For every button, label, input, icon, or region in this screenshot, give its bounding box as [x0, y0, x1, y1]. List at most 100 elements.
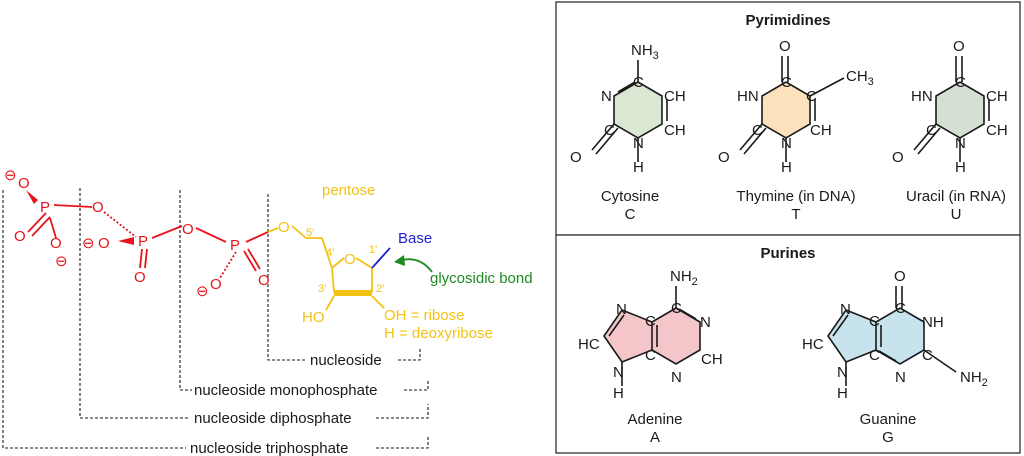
triphosphate-bracket-left: [2, 190, 186, 449]
adenine-c6: C: [671, 300, 682, 317]
cytosine-n3: N: [601, 88, 612, 105]
ring-oxygen: O: [344, 251, 356, 268]
pyrimidines-panel: Pyrimidines NH3 C N CH CH C N H O Cytosi…: [555, 1, 1021, 236]
triphosphate-bracket-right: [376, 436, 429, 449]
adenine-h: H: [613, 385, 624, 402]
nucleotide-structure: nucleoside nucleoside monophosphate nucl…: [2, 167, 533, 456]
adenine-n3: N: [671, 369, 682, 386]
oxygen-2: O: [14, 228, 26, 245]
glycosidic-arrow: [401, 258, 433, 273]
adenine-letter: A: [650, 429, 660, 446]
charge-2: ⊖: [55, 253, 68, 270]
nucleoside-bracket-left: [267, 194, 306, 361]
cytosine-letter: C: [625, 206, 636, 223]
guanine-c2: C: [922, 347, 933, 364]
monophosphate-label: nucleoside monophosphate: [194, 382, 377, 399]
adenine-c4: C: [645, 347, 656, 364]
oxygen-1: O: [18, 175, 30, 192]
c2-substituent-bond: [371, 295, 385, 309]
phosphorus-alpha: P: [230, 237, 240, 254]
monophosphate-bracket-left: [179, 190, 192, 391]
pentose-ring: [331, 257, 373, 296]
o-to-phosphate-bond: [267, 227, 279, 233]
thymine-letter: T: [791, 206, 800, 223]
oxygen-bridge-1: O: [92, 199, 104, 216]
o5-c5-bond: [291, 225, 307, 239]
triphosphate-label: nucleoside triphosphate: [190, 440, 348, 456]
c5-c4-bond: [321, 237, 333, 269]
adenine-name: Adenine: [627, 411, 682, 428]
oxygen-7: O: [258, 272, 270, 289]
uracil-c2: C: [926, 122, 937, 139]
uracil-c5: CH: [986, 88, 1008, 105]
phosphorus-beta: P: [138, 233, 148, 250]
prime-1: 1′: [369, 244, 377, 256]
charge-4: ⊖: [196, 283, 209, 300]
thymine-name: Thymine (in DNA): [736, 188, 855, 205]
hydroxyl-3prime: HO: [302, 309, 325, 326]
adenine-c2: CH: [701, 351, 723, 368]
oxygen-5: O: [134, 269, 146, 286]
guanine-o6: O: [894, 268, 906, 285]
prime-2: 2′: [376, 283, 384, 295]
cytosine-name: Cytosine: [601, 188, 659, 205]
uracil-letter: U: [951, 206, 962, 223]
nucleoside-label: nucleoside: [310, 352, 382, 369]
h-deoxyribose-label: H = deoxyribose: [384, 325, 493, 342]
thymine-c6: CH: [810, 122, 832, 139]
cytosine-n1: N: [633, 135, 644, 152]
uracil-o4: O: [953, 38, 965, 55]
nucleoside-bracket-right: [398, 349, 421, 361]
guanine-nh2: NH2: [960, 369, 988, 389]
adenine-n9: N: [613, 364, 624, 381]
glycosidic-arrowhead: [394, 255, 405, 266]
oh-ribose-label: OH = ribose: [384, 307, 464, 324]
thymine-ch3: CH3: [846, 68, 874, 88]
adenine-c5: C: [645, 313, 656, 330]
prime-4: 4′: [326, 247, 334, 259]
thymine-c2: C: [752, 122, 763, 139]
adenine-n1: N: [700, 314, 711, 331]
pentose-label: pentose: [322, 182, 375, 199]
c3-oh-bond: [325, 295, 335, 311]
diphosphate-label: nucleoside diphosphate: [194, 410, 352, 427]
cytosine-c4: C: [633, 74, 644, 91]
thymine-o4: O: [779, 38, 791, 55]
oxygen-4: O: [98, 235, 110, 252]
guanine-n3: N: [895, 369, 906, 386]
glycosidic-bond-label: glycosidic bond: [430, 270, 533, 287]
thymine-c4: C: [781, 74, 792, 91]
thymine-n1: N: [781, 135, 792, 152]
uracil-name: Uracil (in RNA): [906, 188, 1006, 205]
guanine-letter: G: [882, 429, 894, 446]
thymine-c5: C: [806, 88, 817, 105]
monophosphate-bracket-right: [404, 379, 429, 391]
guanine-name: Guanine: [860, 411, 917, 428]
guanine-n9: N: [837, 364, 848, 381]
guanine-c5: C: [869, 313, 880, 330]
wedge-bond-2: [118, 237, 134, 245]
glycosidic-bond-line: [371, 247, 391, 269]
guanine-h: H: [837, 385, 848, 402]
wedge-bond-1: [26, 190, 38, 204]
nucleoside-brackets: [2, 188, 429, 449]
phosphate-bonds: [26, 190, 269, 279]
diphosphate-bracket-left: [79, 188, 190, 419]
cytosine-c6: CH: [664, 122, 686, 139]
guanine-c8: HC: [802, 336, 824, 353]
thymine-h: H: [781, 159, 792, 176]
diphosphate-bracket-right: [376, 404, 429, 419]
uracil-h: H: [955, 159, 966, 176]
cytosine-nh3: NH3: [631, 42, 659, 62]
base-label: Base: [398, 230, 432, 247]
adenine-nh2: NH2: [670, 268, 698, 288]
thymine-o2: O: [718, 149, 730, 166]
oxygen-3: O: [50, 235, 62, 252]
guanine-n7: N: [840, 301, 851, 318]
adenine-structure: NH2 C N CH N C C N HC N H Adenine A: [578, 268, 723, 446]
cytosine-h: H: [633, 159, 644, 176]
uracil-structure: O C HN CH CH C N H O Uracil (in RNA) U: [892, 38, 1008, 223]
charge-3: ⊖: [82, 235, 95, 252]
guanine-n1: NH: [922, 314, 944, 331]
adenine-n7: N: [616, 301, 627, 318]
